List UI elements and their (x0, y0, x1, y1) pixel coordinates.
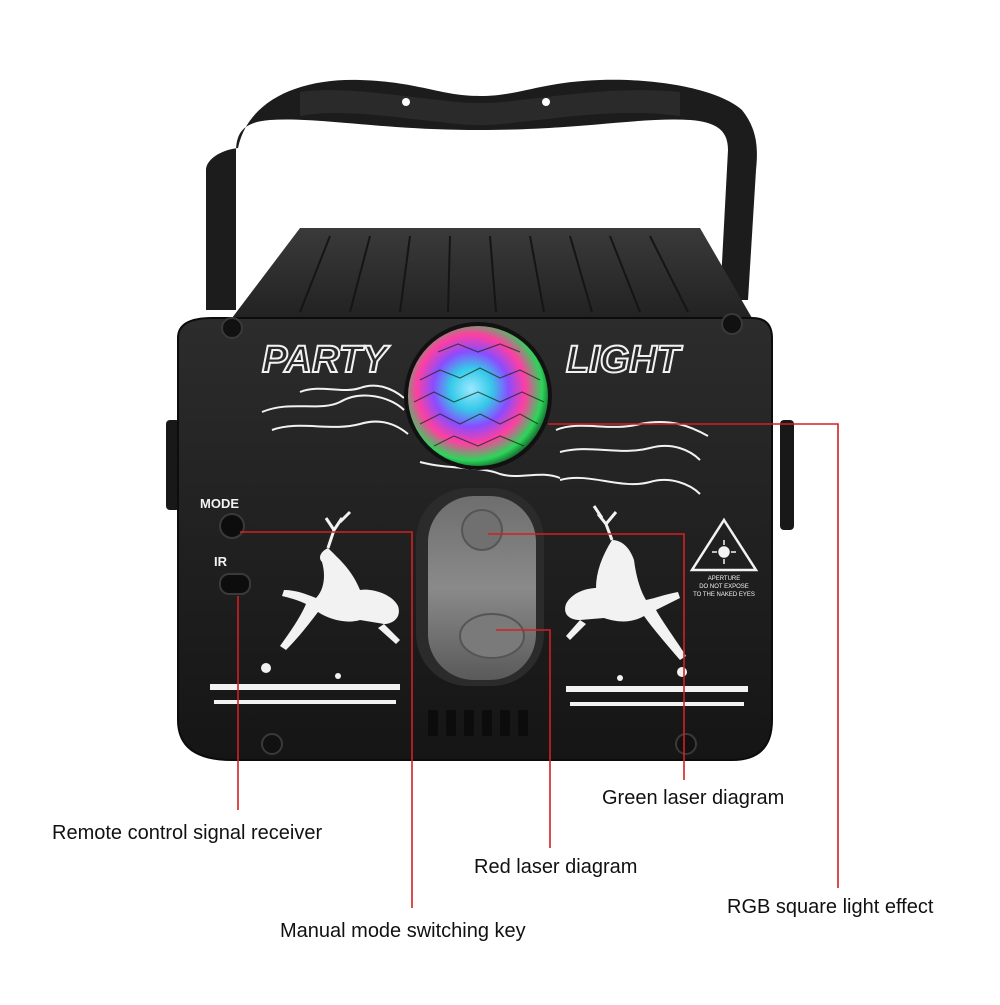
rgb-ball-lens (404, 322, 552, 470)
grass-artwork (210, 663, 748, 706)
screw-icon (261, 733, 283, 755)
leader-line-green (488, 533, 685, 780)
laser-warning-icon (712, 540, 736, 564)
cloud-artwork (261, 384, 709, 495)
laser-window (416, 488, 544, 686)
bracket-hole-icon (402, 98, 410, 106)
ir-receiver (219, 573, 251, 595)
callout-rgb-light: RGB square light effect (727, 896, 934, 918)
screw-icon (675, 733, 697, 755)
leader-line-rgb (548, 423, 839, 888)
laser-warning-label: APERTURE DO NOT EXPOSE TO THE NAKED EYES (689, 517, 759, 598)
deer-artwork-left (280, 510, 400, 650)
leader-line-manual (240, 531, 413, 908)
warning-text-1: APERTURE (708, 576, 741, 582)
screw-icon (221, 317, 243, 339)
warning-text-2: DO NOT EXPOSE (699, 584, 749, 590)
bracket-hole-icon (542, 98, 550, 106)
mounting-bracket (206, 79, 757, 310)
leader-line-red (496, 629, 551, 848)
screw-icon (721, 313, 743, 335)
callout-green-laser: Green laser diagram (602, 787, 785, 809)
red-laser-lens-icon (459, 613, 525, 659)
warning-text-3: TO THE NAKED EYES (693, 592, 755, 598)
brand-text-left: PARTY (262, 339, 391, 381)
leader-lines (237, 423, 839, 908)
mode-button[interactable] (219, 513, 245, 539)
vent-slots (428, 710, 528, 736)
brand-text-right: LIGHT (566, 339, 683, 381)
callout-red-laser: Red laser diagram (474, 856, 638, 878)
callout-remote-receiver: Remote control signal receiver (52, 822, 323, 844)
green-laser-lens-icon (461, 509, 503, 551)
ir-label: IR (214, 554, 228, 569)
callout-manual-mode: Manual mode switching key (280, 920, 526, 942)
mode-label: MODE (200, 496, 239, 511)
top-housing (232, 228, 752, 318)
